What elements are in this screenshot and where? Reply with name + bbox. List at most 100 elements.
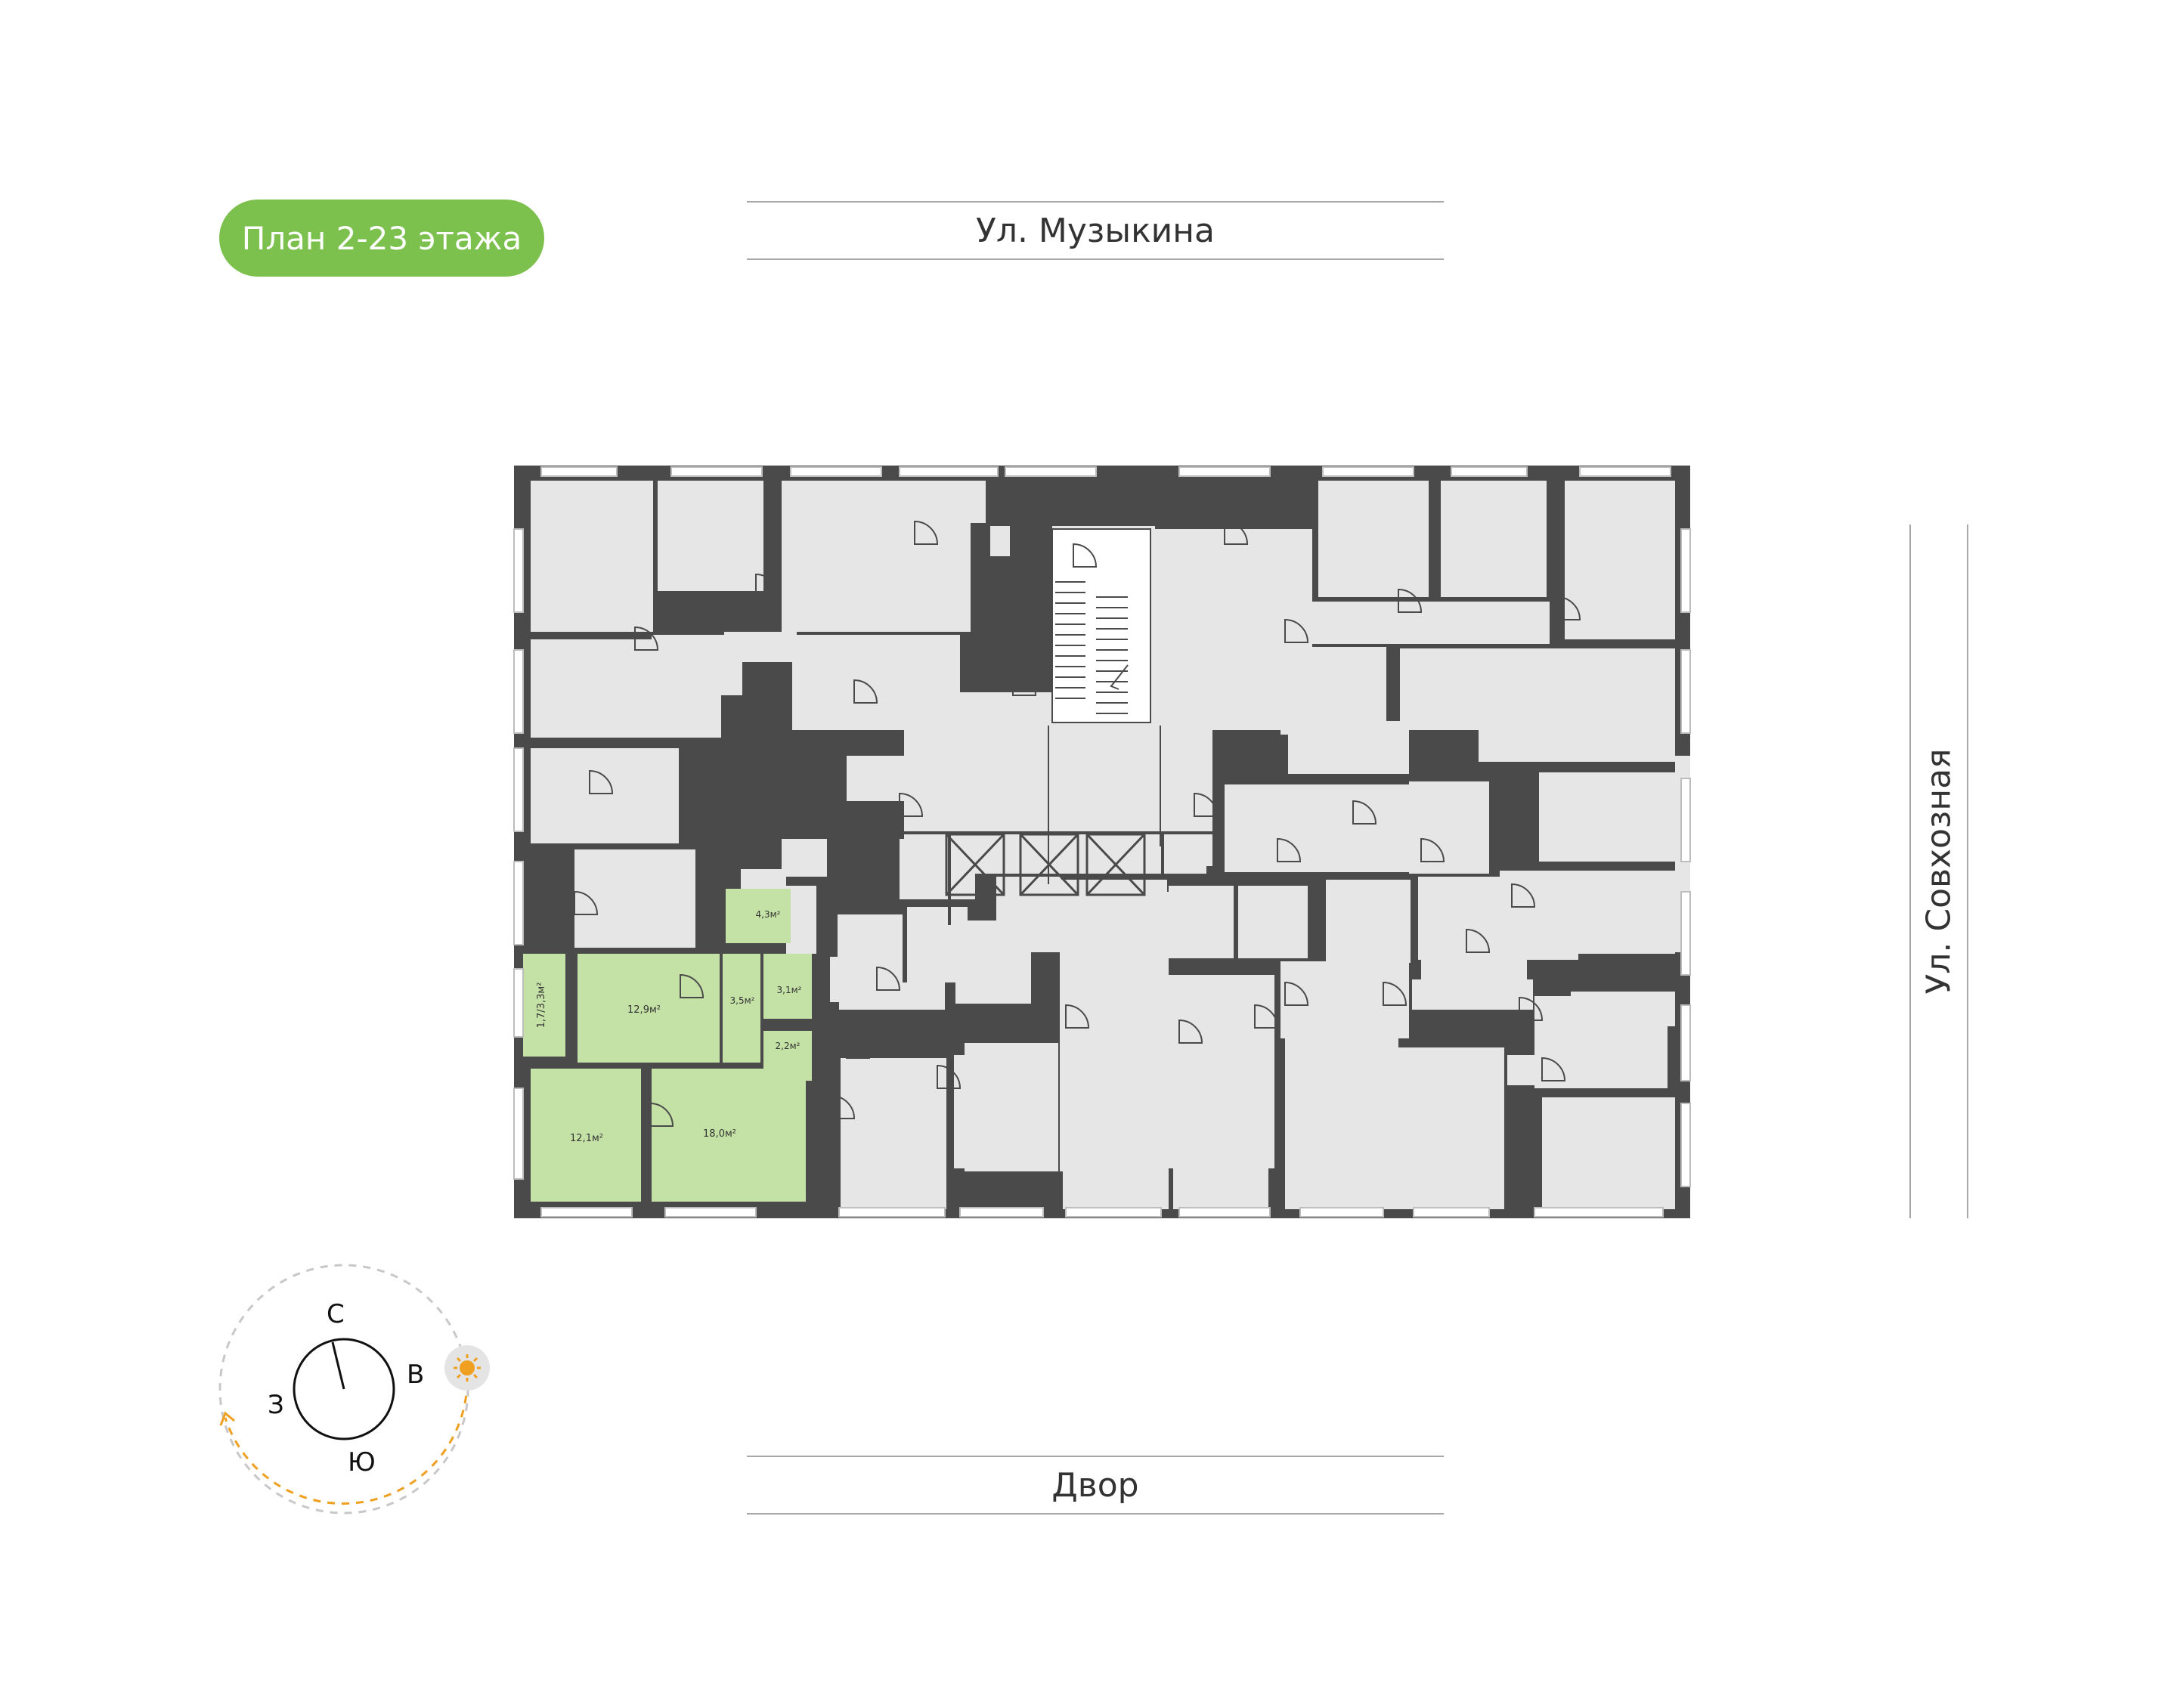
area-label-corridor: 3,1м² [777, 985, 802, 995]
window-bottom-6 [1299, 1207, 1384, 1218]
window-top-8 [1579, 466, 1671, 477]
apartment-bath [726, 889, 791, 943]
elevator-shaft-2 [1085, 833, 1146, 896]
room-37 [1285, 990, 1398, 1209]
area-label-room-1: 12,9м² [627, 1004, 661, 1016]
core-wall-2 [904, 831, 1212, 834]
door-swing-26 [831, 1094, 856, 1119]
window-bottom-5 [1178, 1207, 1271, 1218]
sun-arrow-icon [219, 1411, 235, 1426]
door-swing-13 [1194, 792, 1219, 817]
room-53 [838, 914, 903, 960]
window-top-1 [670, 466, 763, 477]
compass-west-label: З [268, 1390, 284, 1420]
area-label-hall: 3,5м² [730, 995, 755, 1006]
area-label-room-2: 12,1м² [570, 1133, 603, 1144]
room-51 [907, 907, 968, 982]
room-57 [782, 839, 827, 877]
window-top-3 [899, 466, 999, 477]
door-swing-17 [1383, 981, 1407, 1006]
door-swing-15 [1352, 800, 1377, 825]
window-bottom-2 [838, 1207, 946, 1218]
area-label-wc: 2,2м² [776, 1041, 801, 1051]
room-55 [741, 869, 786, 889]
room-13 [990, 526, 1010, 556]
window-top-6 [1322, 466, 1414, 477]
street-label-east: Ул. Совхозная [1909, 524, 1968, 1218]
door-swing-5 [1073, 543, 1098, 568]
window-bottom-0 [540, 1207, 633, 1218]
window-right-1 [1680, 649, 1691, 734]
elevator-shaft-0 [945, 833, 1005, 896]
core-wall-0 [1048, 726, 1049, 884]
door-swing-7 [1284, 618, 1309, 643]
door-swing-14 [1277, 837, 1302, 862]
room-28 [1500, 871, 1675, 954]
stair-well [1051, 528, 1151, 723]
window-left-4 [513, 968, 524, 1038]
window-right-0 [1680, 528, 1691, 613]
window-right-4 [1680, 1004, 1691, 1081]
door-swing-24 [846, 1034, 871, 1059]
window-bottom-8 [1534, 1207, 1664, 1218]
door-swing-28 [649, 1102, 674, 1127]
door-swing-34 [1541, 1057, 1566, 1081]
window-bottom-1 [664, 1207, 757, 1218]
room-45 [1060, 952, 1169, 1171]
room-58 [996, 877, 1061, 952]
room-62 [1571, 992, 1675, 1026]
room-63 [1423, 911, 1468, 942]
window-right-2 [1680, 778, 1691, 862]
sun-icon [444, 1345, 490, 1391]
room-38 [1395, 1047, 1504, 1209]
window-bottom-4 [1065, 1207, 1162, 1218]
room-29 [1539, 772, 1675, 862]
area-label-balcony: 1,7/3,3м² [536, 982, 547, 1029]
rooms-group [531, 481, 1690, 1209]
elevator-cross-b-0 [945, 833, 1005, 896]
compass-south-label: Ю [348, 1447, 376, 1477]
room-39 [1507, 1055, 1538, 1085]
room-18 [1441, 481, 1547, 597]
window-right-5 [1680, 1103, 1691, 1187]
area-label-bath: 4,3м² [756, 909, 781, 920]
core-wall-4 [948, 831, 951, 925]
room-21 [1280, 647, 1386, 735]
door-swing-8 [1398, 588, 1423, 613]
area-label-kitchen: 18,0м² [703, 1128, 736, 1140]
room-26 [1409, 781, 1489, 874]
room-31 [1326, 880, 1411, 963]
door-swing-3 [982, 596, 1007, 620]
door-swing-18 [1284, 981, 1309, 1006]
room-20 [1303, 602, 1550, 644]
room-1 [658, 481, 763, 591]
room-56 [786, 886, 816, 954]
window-left-2 [513, 747, 524, 832]
room-33 [1412, 979, 1533, 1010]
door-swing-9 [1556, 596, 1581, 620]
room-0 [531, 481, 653, 632]
room-24 [1288, 721, 1409, 774]
room-50 [954, 1055, 1051, 1168]
street-name-south: Двор [1051, 1465, 1139, 1505]
apartment-corridor [763, 954, 812, 1019]
door-swing-21 [1178, 1019, 1203, 1044]
core-wall-1 [1160, 726, 1161, 846]
room-59 [1063, 1158, 1169, 1209]
doors-group [574, 520, 1581, 1127]
elevators-group [945, 833, 1146, 896]
room-8 [724, 632, 797, 662]
window-left-0 [513, 528, 524, 613]
window-top-4 [1005, 466, 1097, 477]
room-25 [1225, 784, 1409, 872]
window-top-2 [790, 466, 882, 477]
apartment-kitchen [652, 1069, 806, 1202]
window-left-5 [513, 1088, 524, 1180]
door-swing-10 [853, 679, 878, 704]
door-swing-1 [755, 573, 780, 598]
sun-path-arc [224, 1381, 469, 1505]
core-wall-3 [1161, 834, 1164, 880]
street-name-north: Ул. Музыкина [976, 211, 1215, 250]
